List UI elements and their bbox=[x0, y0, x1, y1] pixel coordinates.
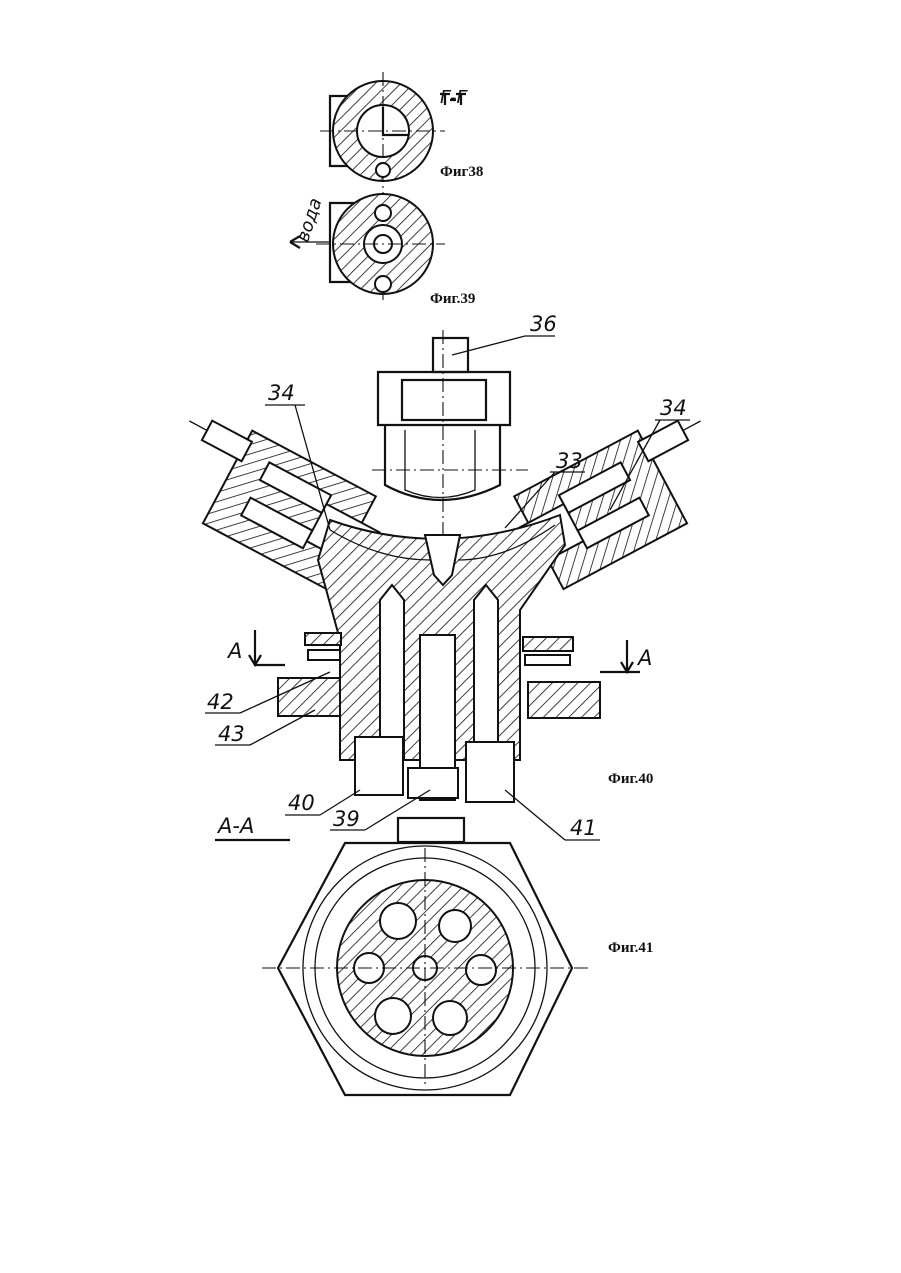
fig41-section-label: А-А bbox=[216, 814, 254, 838]
fig40-caption: Фиг.40 bbox=[608, 771, 653, 787]
fig38-section-label: Г-Г bbox=[440, 87, 469, 108]
svg-text:41: 41 bbox=[570, 816, 597, 840]
svg-text:36: 36 bbox=[530, 312, 557, 336]
svg-text:40: 40 bbox=[288, 791, 315, 815]
figure-40: А А 36 34 34 33 42 bbox=[150, 312, 740, 840]
figure-39: вода Фиг.39 bbox=[290, 194, 475, 307]
fig39-flow-label: вода bbox=[293, 195, 327, 244]
figure-41: А-А Фиг.41 bbox=[215, 814, 653, 1095]
svg-text:33: 33 bbox=[556, 449, 583, 473]
callout-41: 41 bbox=[505, 790, 600, 840]
svg-text:34: 34 bbox=[660, 396, 687, 420]
svg-text:34: 34 bbox=[268, 381, 295, 405]
section-mark-right: А bbox=[636, 646, 652, 670]
svg-text:43: 43 bbox=[218, 722, 245, 746]
section-mark-left: А bbox=[226, 639, 242, 663]
svg-text:42: 42 bbox=[207, 690, 234, 714]
fig41-caption: Фиг.41 bbox=[608, 940, 653, 956]
svg-text:39: 39 bbox=[333, 807, 360, 831]
fig38-caption: Фиг38 bbox=[440, 164, 483, 180]
fig39-caption: Фиг.39 bbox=[430, 291, 475, 307]
